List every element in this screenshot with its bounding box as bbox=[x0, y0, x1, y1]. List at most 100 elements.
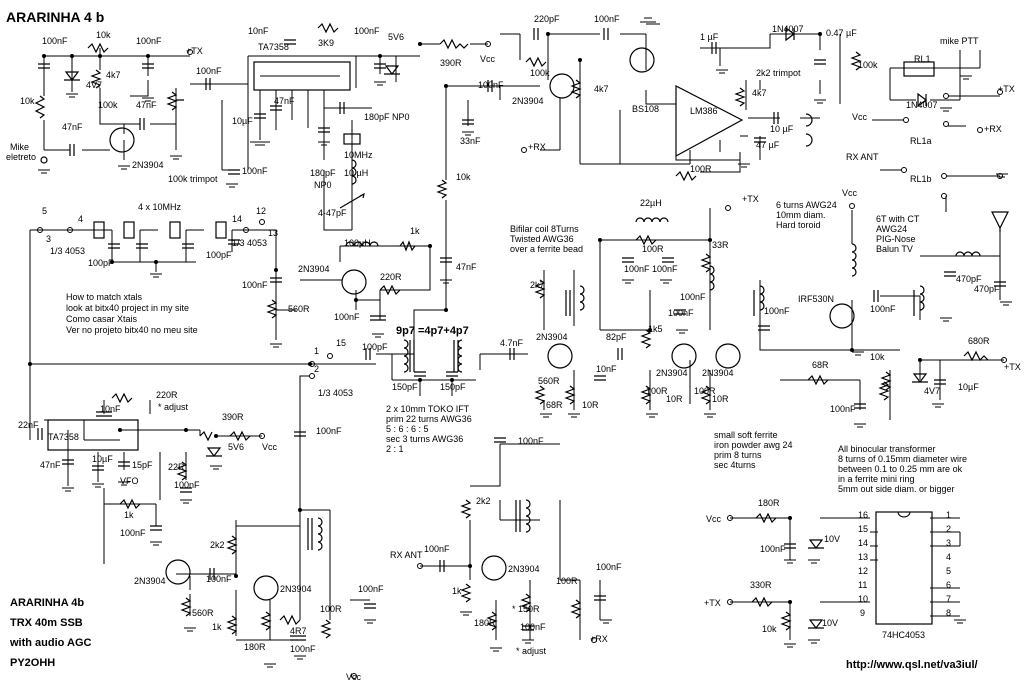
note-line: in a ferrite mini ring bbox=[838, 474, 915, 484]
component-label: 2N3904 bbox=[134, 576, 166, 586]
inductor-symbol bbox=[851, 243, 857, 277]
crystal-symbol bbox=[343, 133, 361, 145]
component-label: 10 µF bbox=[770, 124, 794, 134]
resistor-symbol bbox=[90, 69, 102, 89]
component-label: 150pF bbox=[440, 382, 466, 392]
note-line: between 0.1 to 0.25 mm are ok bbox=[838, 464, 963, 474]
component-label: 10nF bbox=[100, 404, 121, 414]
component-label: 3 bbox=[46, 234, 51, 244]
component-label: 560R bbox=[538, 376, 560, 386]
capacitor-symbol bbox=[854, 403, 866, 409]
capacitor-symbol bbox=[784, 543, 796, 549]
resistor-symbol bbox=[534, 385, 546, 405]
component-label: 1k bbox=[452, 586, 462, 596]
capacitor-symbol bbox=[773, 112, 779, 124]
component-label: 16 bbox=[858, 510, 868, 520]
component-label: 22µH bbox=[640, 198, 662, 208]
component-label: 8 bbox=[946, 608, 951, 618]
component-label: +TX bbox=[742, 194, 759, 204]
component-label: * 150R bbox=[512, 604, 540, 614]
resistor-symbol bbox=[229, 430, 251, 442]
component-label: 2k7 bbox=[530, 280, 545, 290]
component-label: 100R bbox=[642, 244, 664, 254]
resistor-symbol bbox=[111, 392, 133, 404]
capacitor-symbol bbox=[136, 243, 148, 249]
crystal-symbol bbox=[93, 221, 105, 239]
capacitor-symbol bbox=[228, 239, 240, 245]
component-label: 100R bbox=[646, 386, 668, 396]
transformer-symbol bbox=[317, 517, 323, 551]
resistor-symbol bbox=[640, 385, 652, 405]
note-line: Bifilar coil 8Turns bbox=[510, 224, 579, 234]
zener-symbol bbox=[384, 65, 400, 75]
resistor-symbol bbox=[751, 596, 773, 608]
resistor-symbol bbox=[460, 499, 472, 519]
transformer-symbol bbox=[525, 499, 531, 533]
zener-symbol bbox=[808, 619, 824, 629]
component-label: 100nF bbox=[242, 280, 268, 290]
zener-symbol bbox=[912, 373, 928, 383]
component-label: 100pF bbox=[88, 258, 114, 268]
resistor-symbol bbox=[436, 179, 448, 199]
capacitor-symbol bbox=[370, 315, 386, 321]
resistor-symbol bbox=[320, 619, 332, 639]
component-label: 12 bbox=[256, 206, 266, 216]
resistor-symbol bbox=[317, 22, 339, 34]
component-label: RL1 bbox=[914, 54, 931, 64]
capacitor-symbol bbox=[118, 461, 130, 467]
component-label: 4.7nF bbox=[500, 338, 524, 348]
capacitor-symbol bbox=[142, 63, 154, 69]
resistor-symbol bbox=[87, 42, 109, 54]
resistor-symbol bbox=[534, 279, 546, 299]
component-label: +TX bbox=[704, 598, 721, 608]
resistor-symbol bbox=[880, 371, 892, 391]
component-label: 9 bbox=[860, 608, 865, 618]
component-label: RL1a bbox=[910, 136, 932, 146]
capacitor-symbol bbox=[533, 28, 539, 40]
note-line: Twisted AWG36 bbox=[510, 234, 574, 244]
component-label: 100nF bbox=[290, 644, 316, 654]
component-label: 68R bbox=[812, 360, 829, 370]
component-label: 22R bbox=[168, 462, 185, 472]
component-label: 100nF bbox=[520, 622, 546, 632]
component-label: 390R bbox=[440, 58, 462, 68]
capacitor-symbol bbox=[92, 465, 104, 471]
component-label: 100nF bbox=[764, 306, 790, 316]
transistor-symbol bbox=[549, 73, 575, 99]
component-label: 100R bbox=[556, 576, 578, 586]
component-label: 4-47pF bbox=[318, 208, 347, 218]
resistor-symbol bbox=[700, 253, 712, 273]
capacitor-symbol bbox=[270, 105, 282, 111]
component-label: VFO bbox=[120, 476, 139, 486]
resistor-symbol bbox=[279, 614, 301, 626]
component-label: 10k bbox=[20, 96, 35, 106]
capacitor-symbol bbox=[873, 290, 879, 302]
note-line: look at bitx40 project in my site bbox=[66, 303, 189, 313]
capacitor-symbol bbox=[494, 437, 506, 443]
capacitor-symbol bbox=[108, 243, 120, 249]
resistor-symbol bbox=[570, 79, 582, 99]
component-label: 680R bbox=[968, 336, 990, 346]
capacitor-symbol bbox=[934, 379, 946, 385]
inductor-symbol bbox=[709, 265, 715, 291]
capacitor-symbol bbox=[364, 603, 376, 609]
capacitor-symbol bbox=[662, 257, 674, 263]
component-label: 10R bbox=[712, 394, 729, 404]
inductor-symbol bbox=[955, 251, 981, 257]
diode-symbol bbox=[917, 92, 927, 108]
capacitor-symbol bbox=[37, 428, 43, 440]
component-label: 180pF bbox=[310, 168, 336, 178]
resistor-symbol bbox=[564, 385, 576, 405]
component-label: Vcc bbox=[852, 112, 868, 122]
capacitor-symbol bbox=[365, 348, 371, 360]
resistor-symbol bbox=[807, 374, 829, 386]
component-label: 10 bbox=[858, 594, 868, 604]
component-label: 2N3904 bbox=[512, 96, 544, 106]
component-label: 100nF bbox=[136, 36, 162, 46]
component-label: 180R bbox=[758, 498, 780, 508]
component-label: 13 bbox=[268, 228, 278, 238]
component-label: 1k bbox=[124, 510, 134, 520]
